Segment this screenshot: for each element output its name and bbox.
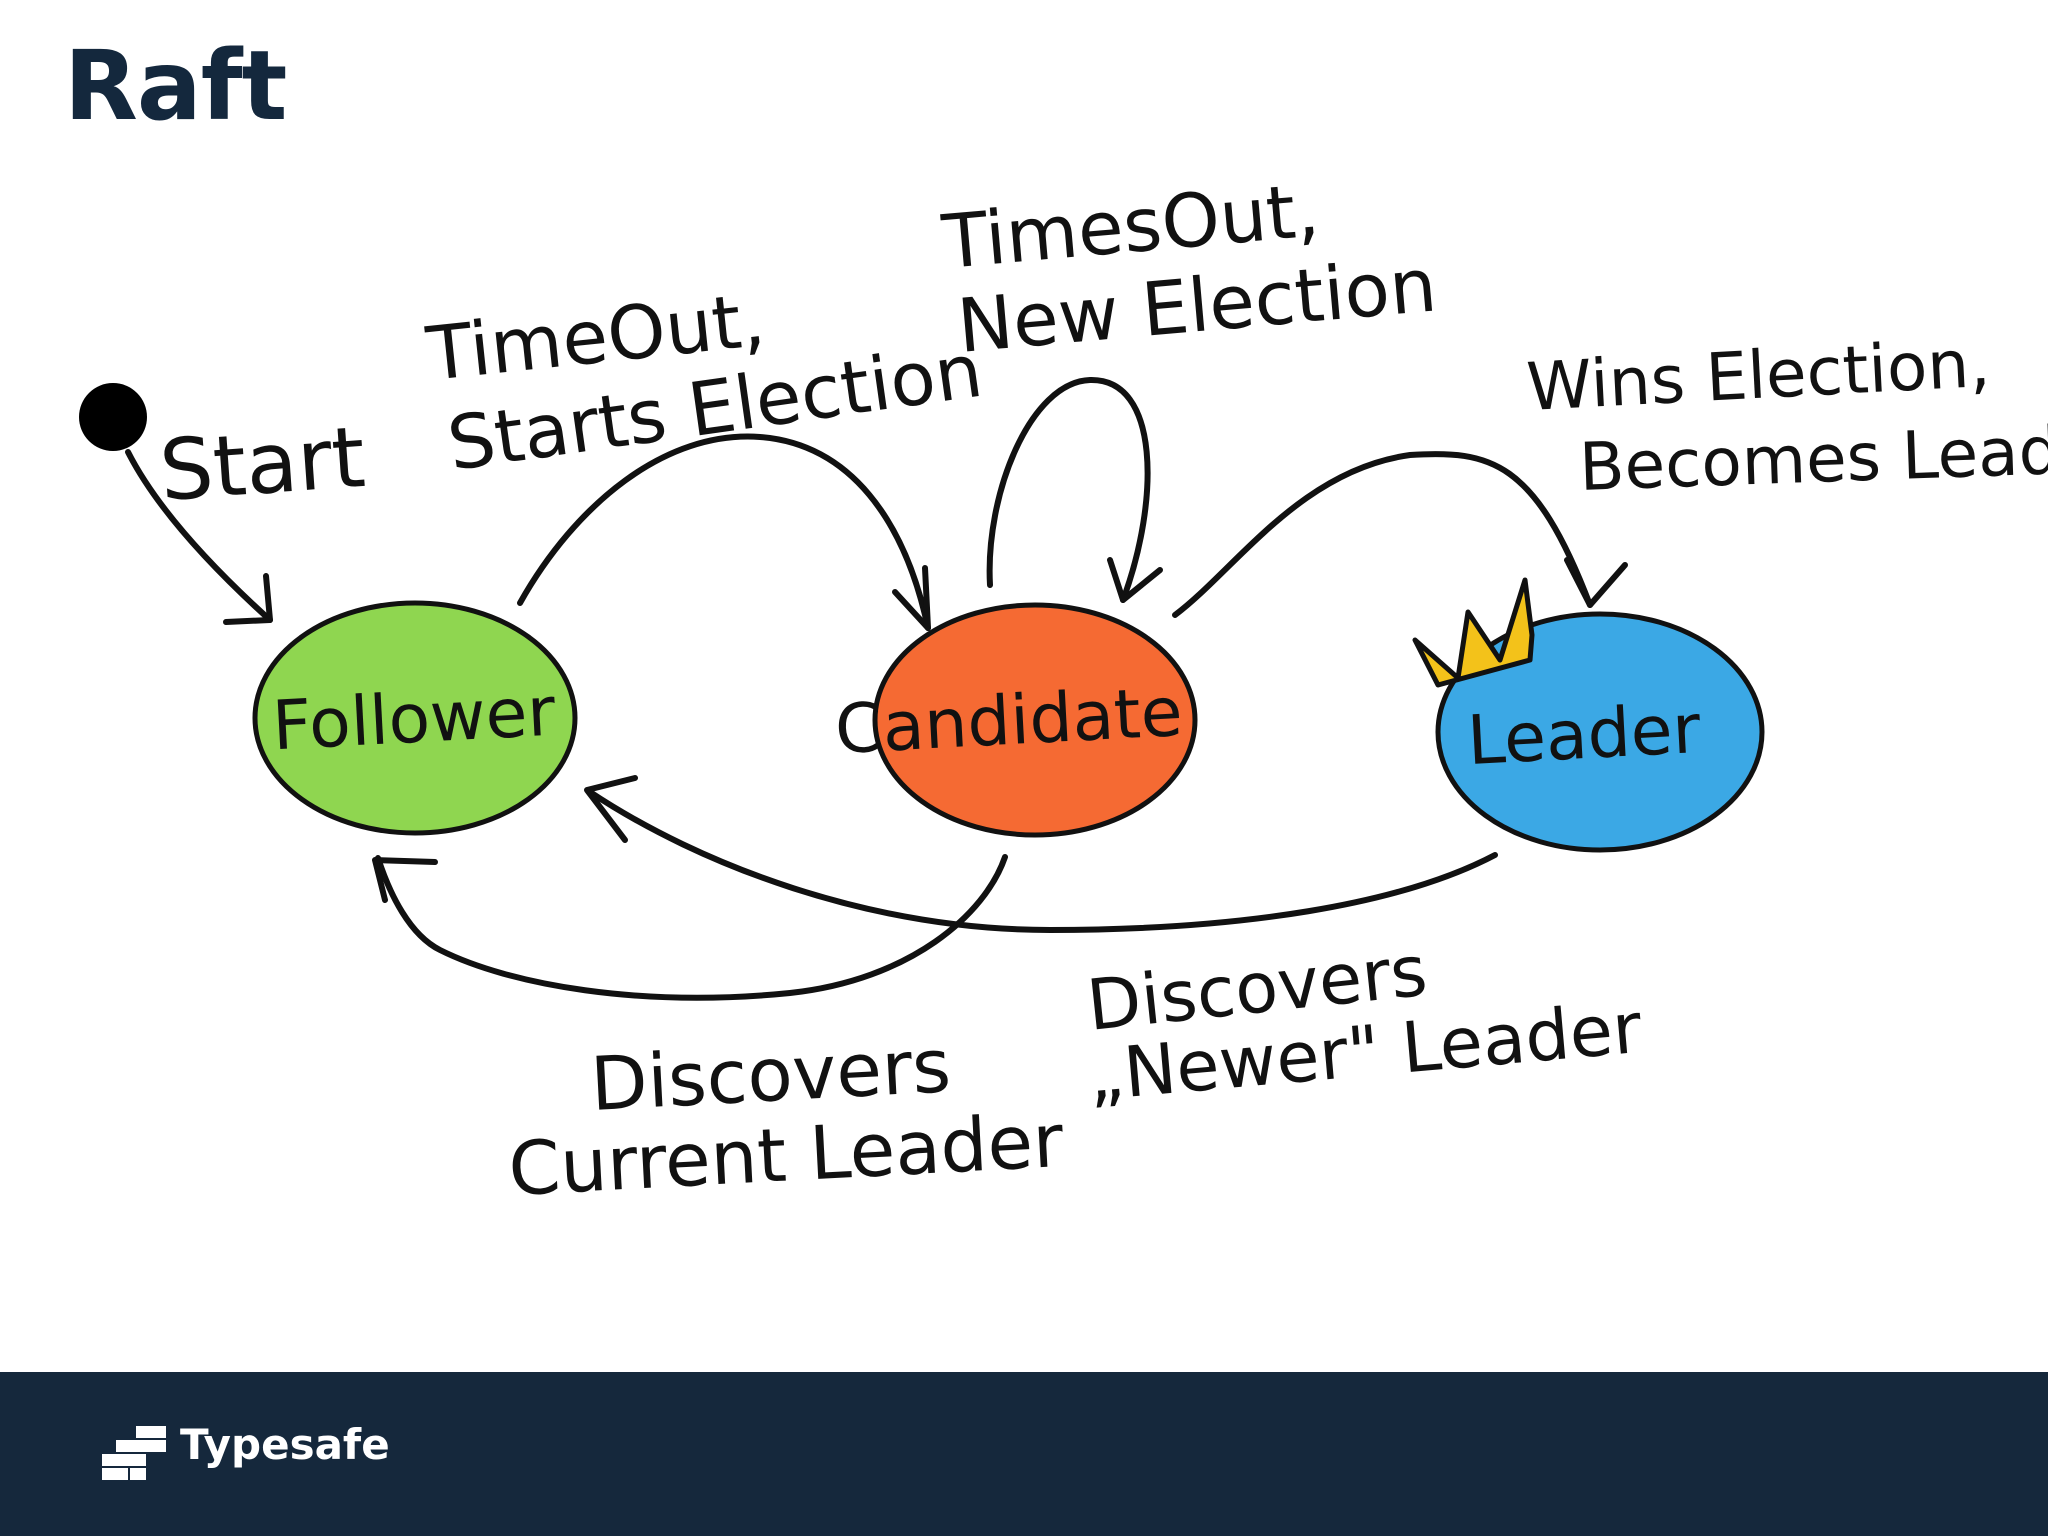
transition-label-discovers-current-line2: Current Leader xyxy=(506,1098,1065,1213)
arrow-candidate-self-loop-head xyxy=(1107,557,1163,603)
raft-state-diagram: Start TimeOut, Starts Election TimesOut,… xyxy=(79,167,2048,1213)
arrow-leader-to-follower xyxy=(587,789,1498,933)
footer-bar: Typesafe xyxy=(0,1372,2048,1536)
state-follower: Follower xyxy=(252,600,578,836)
state-leader-shape xyxy=(1435,611,1765,853)
transition-label-wins-line2: Becomes Leader xyxy=(1578,410,2048,506)
brand-name[interactable]: Typesafe xyxy=(180,1420,390,1469)
start-node-icon xyxy=(79,383,147,451)
transition-label-start: Start xyxy=(157,408,369,520)
state-candidate-label: Candidate xyxy=(833,673,1184,770)
typesafe-logo-icon xyxy=(102,1426,166,1480)
transition-label-wins-line1: Wins Election, xyxy=(1525,325,1992,426)
arrow-follower-to-candidate xyxy=(517,433,931,631)
arrow-candidate-to-follower-head xyxy=(372,857,438,903)
start-arrow xyxy=(125,449,273,623)
start-arrow-head xyxy=(223,573,273,625)
state-candidate: Candidate xyxy=(833,602,1198,838)
arrow-candidate-to-leader xyxy=(1172,451,1593,618)
slide-title: Raft xyxy=(64,30,287,142)
arrow-follower-to-candidate-head xyxy=(892,565,931,631)
crown-icon xyxy=(1412,577,1535,688)
state-follower-label: Follower xyxy=(270,673,557,767)
arrow-candidate-self-loop xyxy=(986,376,1151,603)
state-follower-shape xyxy=(252,600,578,836)
state-leader-label: Leader xyxy=(1465,690,1702,781)
arrow-candidate-to-leader-head xyxy=(1564,557,1628,608)
transition-label-discovers-current-line1: Discovers xyxy=(588,1023,952,1128)
state-candidate-shape xyxy=(872,602,1198,838)
arrow-candidate-to-follower xyxy=(375,854,1008,1001)
arrow-leader-to-follower-head xyxy=(584,775,638,843)
state-leader: Leader xyxy=(1412,577,1765,853)
